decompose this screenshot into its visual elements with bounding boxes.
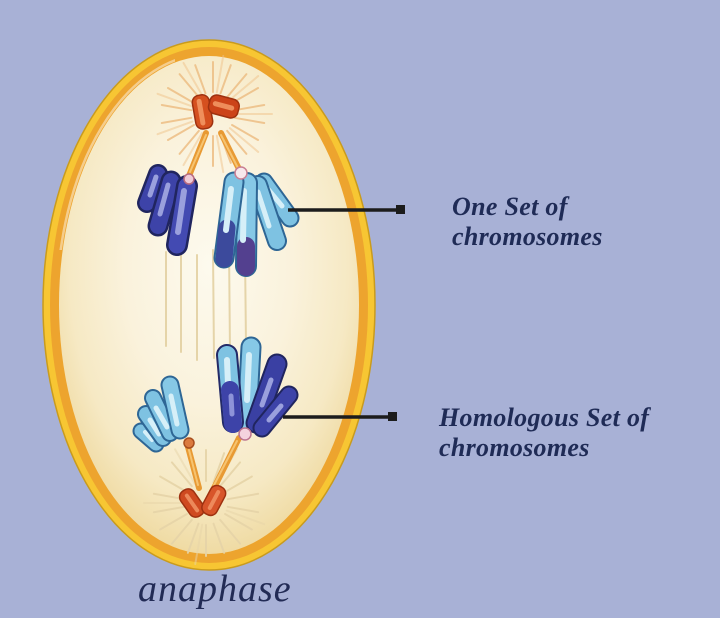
- centromere: [183, 437, 195, 449]
- label-line: chromosomes: [439, 433, 590, 462]
- label-line: One Set of: [452, 192, 568, 221]
- spindle-fibers-bottom: [185, 435, 242, 491]
- spindle-fibers-top: [186, 130, 243, 179]
- label-line: chromosomes: [452, 222, 603, 251]
- chromosome-set-bottom-left: [132, 375, 195, 453]
- centromere: [238, 427, 252, 441]
- label-homologous-set-of-chromosomes: Homologous Set of chromosomes: [439, 403, 649, 463]
- pointer-one-set: [288, 205, 405, 214]
- aster-rays-top: [156, 54, 273, 174]
- chromosome-set-bottom-right: [216, 336, 299, 441]
- pointer-square-endpoint: [396, 205, 405, 214]
- centromere: [183, 173, 195, 185]
- chromosome-set-top-left: [137, 164, 198, 256]
- stage-caption: anaphase: [138, 568, 292, 610]
- pointer-homologous-set: [283, 412, 397, 421]
- centromere: [234, 166, 248, 180]
- label-one-set-of-chromosomes: One Set of chromosomes: [452, 192, 603, 252]
- centrosome-top: [191, 94, 240, 130]
- cytoplasm: [59, 56, 359, 554]
- centrosome-bottom: [178, 484, 227, 518]
- label-line: Homologous Set of: [439, 403, 650, 432]
- pointer-square-endpoint: [388, 412, 397, 421]
- chromosome-set-top-right: [213, 166, 300, 277]
